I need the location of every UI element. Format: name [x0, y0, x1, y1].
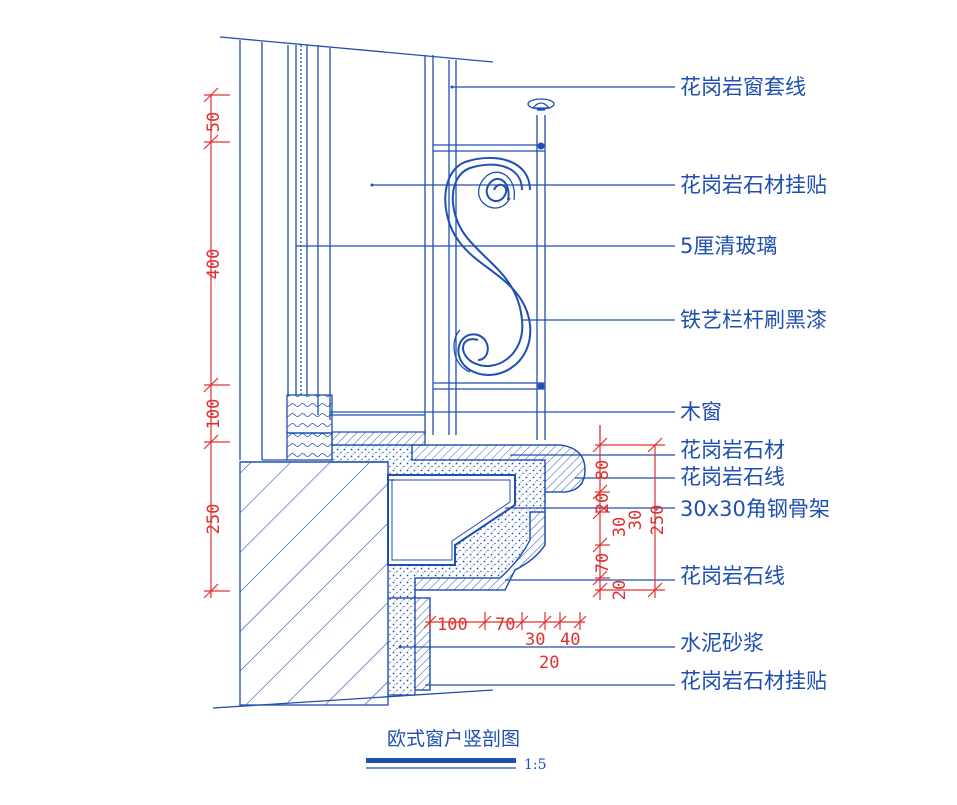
- bottom-dimension-chain: [423, 612, 587, 630]
- dim-bottom-100: 100: [437, 615, 468, 635]
- label-granite-cladding-top: 花岗岩石材挂贴: [680, 173, 827, 197]
- label-granite-line-lower: 花岗岩石线: [680, 564, 785, 588]
- sill-section: [331, 431, 586, 696]
- dim-left-50: 50: [204, 112, 224, 132]
- dim-right-20: 20: [593, 493, 613, 513]
- dim-right-30b: 30: [626, 510, 646, 530]
- dim-right-80: 80: [593, 460, 613, 480]
- dim-bottom-30: 30: [525, 630, 545, 650]
- right-dimension-chain: [592, 425, 665, 600]
- label-clear-glass: 5厘清玻璃: [680, 234, 777, 258]
- label-granite-frame-line: 花岗岩窗套线: [680, 75, 806, 99]
- leader-lines: [296, 85, 675, 686]
- dim-left-100: 100: [204, 399, 224, 430]
- dim-left-400: 400: [204, 249, 224, 280]
- label-iron-railing: 铁艺栏杆刷黑漆: [680, 308, 827, 332]
- drawing-title: 欧式窗户竖剖图: [387, 728, 520, 750]
- title-underline: [366, 758, 516, 763]
- label-granite-line-upper: 花岗岩石线: [680, 465, 785, 489]
- label-cement-mortar: 水泥砂浆: [680, 631, 764, 655]
- dim-bottom-40: 40: [560, 630, 580, 650]
- dim-left-250: 250: [204, 504, 224, 535]
- dim-right-30a: 30: [610, 517, 630, 537]
- dim-bottom-20: 20: [539, 653, 559, 673]
- label-wood-window: 木窗: [680, 400, 722, 424]
- label-granite-cladding-bottom: 花岗岩石材挂贴: [680, 669, 827, 693]
- dim-right-20b: 20: [610, 580, 630, 600]
- wood-window: [262, 45, 425, 461]
- label-granite-stone: 花岗岩石材: [680, 438, 785, 462]
- wall: [212, 36, 494, 709]
- iron-railing: [424, 55, 555, 440]
- dim-bottom-70: 70: [495, 615, 515, 635]
- dim-right-250: 250: [648, 505, 668, 536]
- scale-label: 1:5: [524, 757, 547, 773]
- left-dimension-chain: [203, 87, 230, 599]
- label-steel-frame: 30x30角钢骨架: [680, 497, 830, 521]
- dim-right-70: 70: [593, 553, 613, 573]
